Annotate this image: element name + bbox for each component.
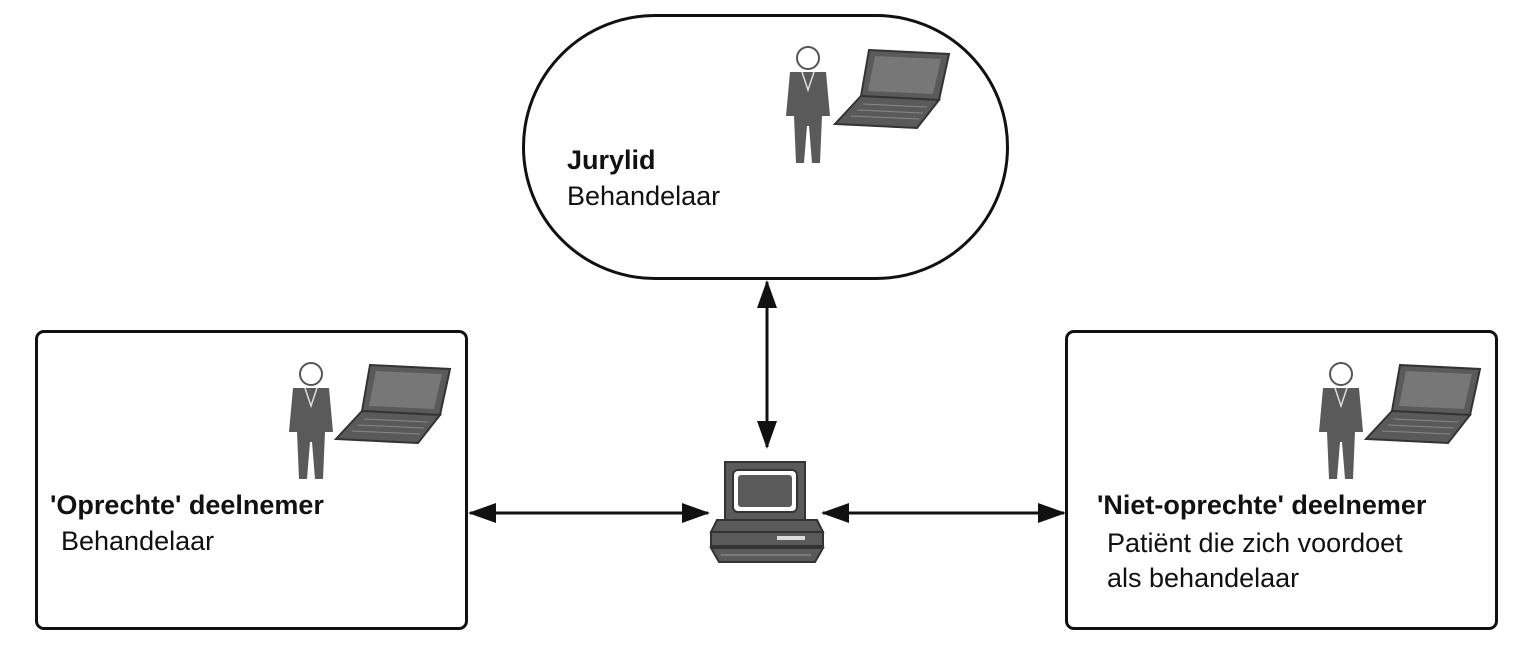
arrow-computer-to-right <box>821 503 1066 523</box>
arrow-jury-to-computer <box>757 280 777 449</box>
laptop-icon <box>1363 363 1482 445</box>
insincere-participant-subtitle-line1: Patiënt die zich voordoet <box>1107 528 1403 558</box>
laptop-icon <box>333 363 452 445</box>
insincere-participant-subtitle-line2: als behandelaar <box>1107 563 1300 593</box>
person-icon <box>1319 362 1363 479</box>
sincere-participant-subtitle: Behandelaar <box>61 526 215 556</box>
sincere-participant-title: 'Oprechte' deelnemer <box>50 490 324 520</box>
jury-subtitle: Behandelaar <box>567 181 721 211</box>
jury-title: Jurylid <box>567 145 656 175</box>
arrow-left-to-computer <box>468 503 710 523</box>
insincere-participant-title: 'Niet-oprechte' deelnemer <box>1097 490 1427 520</box>
person-icon <box>786 46 830 163</box>
laptop-icon <box>832 48 951 130</box>
desktop-computer-icon <box>709 461 825 563</box>
person-icon <box>289 362 333 479</box>
